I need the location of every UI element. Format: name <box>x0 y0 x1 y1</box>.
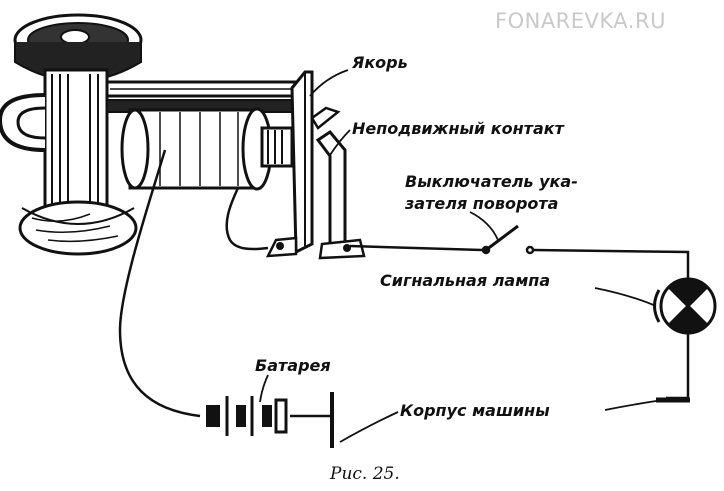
leader-anchor <box>309 69 349 97</box>
battery-cell-4 <box>274 398 288 434</box>
lamp-segment-top <box>669 279 707 306</box>
label-fixed-contact: Неподвижный контакт <box>352 119 566 138</box>
contact-foot <box>318 238 366 260</box>
signal-lamp <box>653 277 717 335</box>
battery-cell-2 <box>236 405 246 427</box>
contact-post <box>315 130 347 248</box>
coil-windings <box>159 112 239 186</box>
battery-symbol <box>206 396 288 436</box>
yoke-bars <box>105 80 304 113</box>
leader-fixed-contact <box>329 129 351 156</box>
spool-side-bracket-inner <box>16 106 46 140</box>
wire-contact-to-switch <box>349 244 483 252</box>
coil-left-end <box>120 108 150 190</box>
contact-spring <box>310 106 341 130</box>
label-switch-line1: Выключатель ука- <box>405 172 578 191</box>
battery-cell-1 <box>206 405 220 427</box>
leader-chassis-right <box>604 400 657 411</box>
wire-coil-to-battery <box>118 149 201 418</box>
watermark-text: FONAREVKA.RU <box>495 9 666 33</box>
turn-switch-blade <box>485 224 519 252</box>
leader-lamp <box>594 287 657 307</box>
wire-coil-loop <box>225 187 269 251</box>
anchor-armature <box>265 70 314 258</box>
leader-battery <box>259 374 269 403</box>
spool-bottom-disc <box>18 200 138 256</box>
battery-cell-3 <box>262 405 272 427</box>
leader-lines <box>259 69 657 443</box>
leader-switch <box>469 211 499 241</box>
spool-top-hub <box>60 29 90 45</box>
label-signal-lamp: Сигнальная лампа <box>380 271 550 290</box>
anchor-plate <box>290 70 314 255</box>
spool-side-bracket <box>0 93 46 152</box>
wire-switch-to-lamp <box>532 248 690 278</box>
spool-bottom-disc-edge <box>21 207 135 225</box>
label-battery: Батарея <box>255 356 331 375</box>
label-anchor: Якорь <box>351 53 408 72</box>
fixed-contact <box>310 106 366 260</box>
wire-lamp-to-chassis <box>666 332 690 400</box>
contact-screw <box>343 244 351 252</box>
lamp-segment-bottom <box>669 306 707 333</box>
leader-chassis-left <box>339 411 399 443</box>
figure-caption: Рис. 25. <box>329 464 400 484</box>
coil-core <box>260 126 294 168</box>
spool-bottom-wood-grain <box>31 213 119 243</box>
spool-assembly <box>0 13 143 256</box>
spool-column-hatching <box>51 74 99 216</box>
anchor-screw <box>276 242 284 250</box>
electromagnet-coil <box>120 107 294 191</box>
label-chassis: Корпус машины <box>400 401 550 420</box>
label-switch-line2: зателя поворота <box>404 194 558 213</box>
switch-pivot <box>481 245 491 255</box>
switch-contact <box>525 245 535 255</box>
